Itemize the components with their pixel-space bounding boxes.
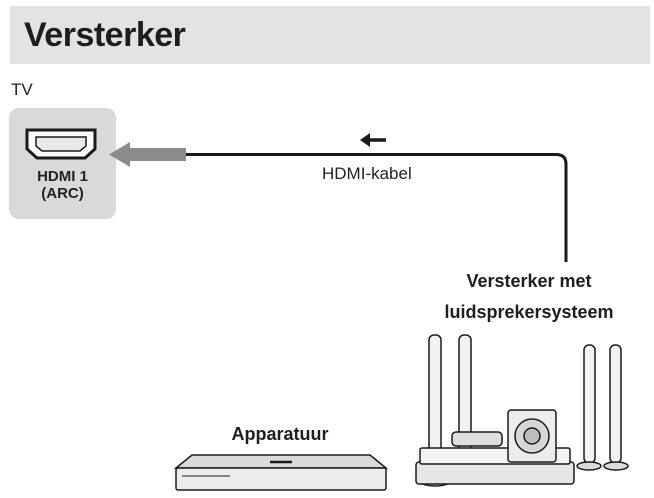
media-player-icon: [173, 454, 389, 491]
amplifier-label-line2: luidsprekersysteem: [444, 302, 614, 322]
flow-arrow-icon: [109, 142, 186, 167]
tv-label: TV: [11, 80, 33, 99]
amplifier-label: Versterker met luidsprekersysteem: [410, 266, 648, 328]
device-label: Apparatuur: [231, 424, 329, 444]
amplifier-label-line1: Versterker met: [466, 271, 592, 291]
speaker-system-icon: [415, 334, 629, 487]
port-name: HDMI 1: [37, 168, 88, 185]
hdmi-cable: [186, 153, 568, 262]
port-mode: (ARC): [41, 185, 84, 202]
hdmi-port-icon: [25, 128, 97, 160]
title-bar: Versterker: [10, 6, 650, 64]
direction-arrow-icon: [360, 133, 386, 147]
cable-label: HDMI-kabel: [322, 164, 412, 183]
tv-panel: [9, 108, 116, 219]
page-title: Versterker: [24, 16, 186, 54]
hdmi-port-label: HDMI 1 (ARC): [9, 168, 116, 202]
